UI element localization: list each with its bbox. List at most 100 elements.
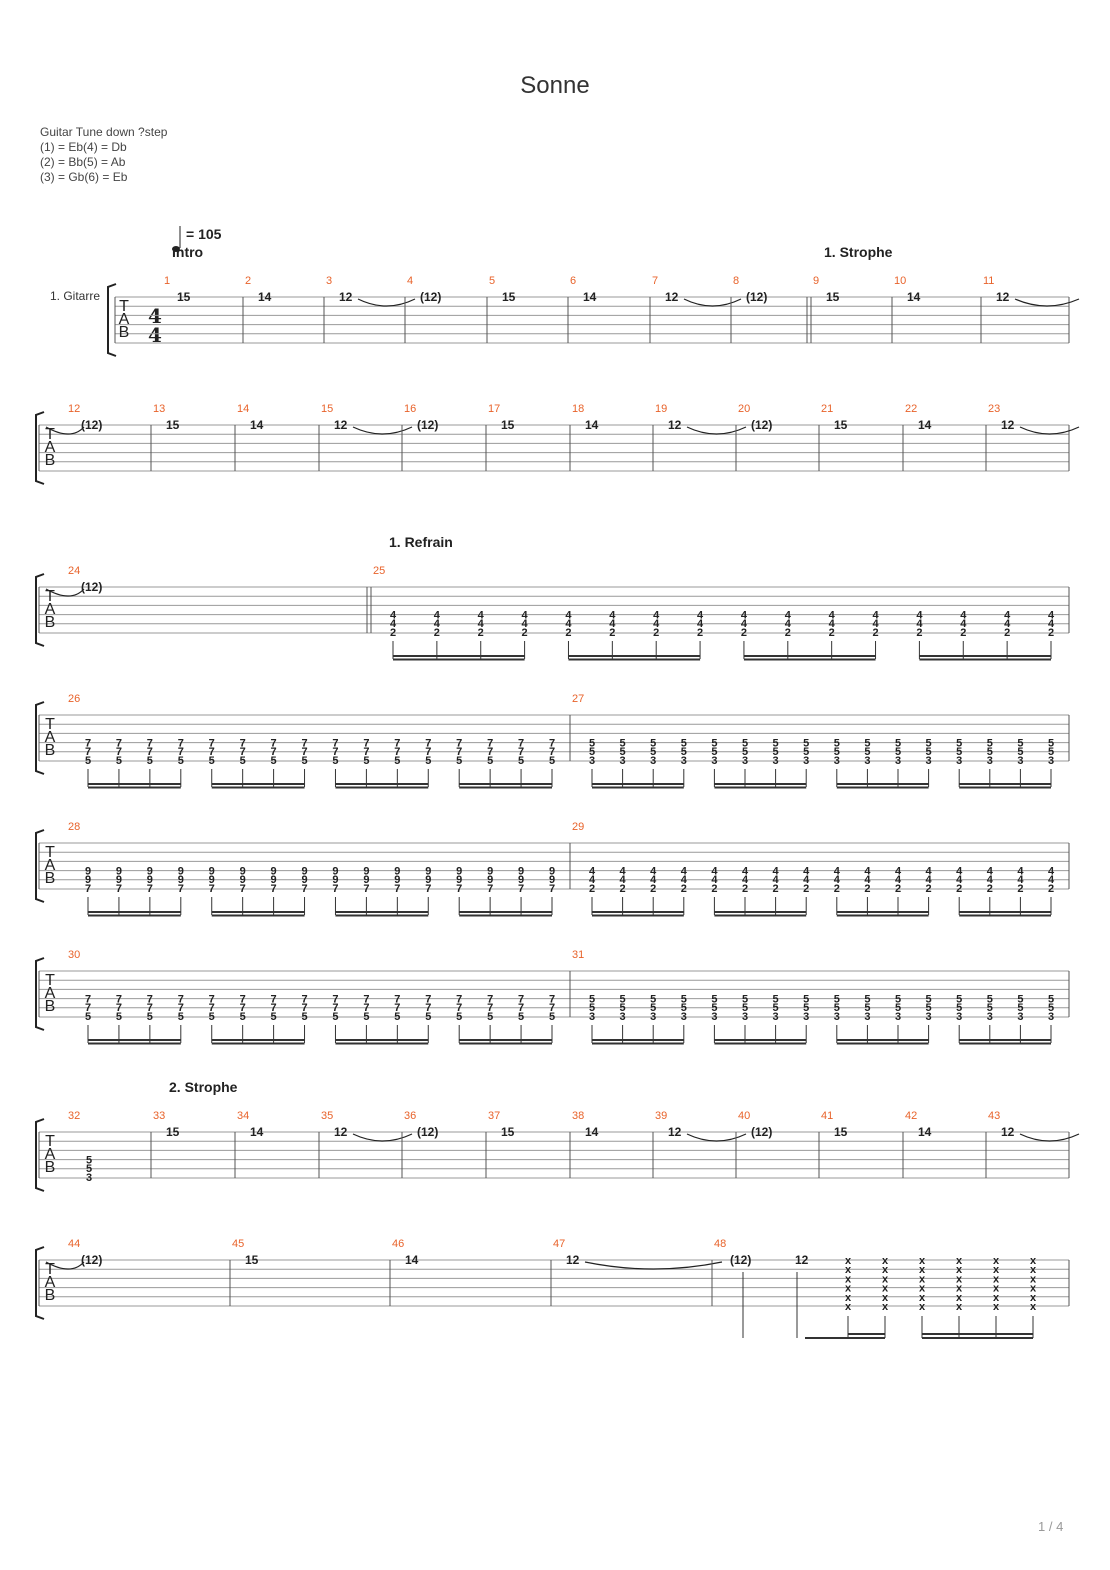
- dead-note-mark: x: [882, 1283, 889, 1295]
- fret-number: 14: [405, 1253, 419, 1267]
- chord-fret-number: 7: [332, 746, 338, 758]
- chord-fret-number: 3: [926, 1011, 932, 1023]
- tie-arc: [1014, 298, 1080, 307]
- quarter-note-icon: [172, 246, 180, 252]
- tuning-line: (3) = Gb(6) = Eb: [40, 170, 128, 184]
- chord-fret-number: 7: [425, 883, 431, 895]
- measure-number: 19: [655, 403, 667, 415]
- chord-fret-number: 7: [240, 883, 246, 895]
- chord-fret-number: 7: [178, 738, 184, 750]
- chord-fret-number: 7: [363, 994, 369, 1006]
- chord-fret-number: 5: [681, 738, 687, 750]
- chord-fret-number: 4: [864, 866, 871, 878]
- dead-note-mark: x: [993, 1273, 1000, 1285]
- fret-number: (12): [420, 290, 441, 304]
- measure-number: 36: [404, 1110, 416, 1122]
- chord-fret-number: 5: [773, 994, 779, 1006]
- chord-fret-number: 5: [895, 994, 901, 1006]
- fret-number: 15: [501, 418, 515, 432]
- chord-fret-number: 9: [85, 866, 91, 878]
- chord-fret-number: 4: [834, 866, 841, 878]
- chord-fret-number: 5: [987, 994, 993, 1006]
- fret-number: 12: [668, 418, 682, 432]
- chord-fret-number: 2: [390, 627, 396, 639]
- chord-fret-number: 7: [85, 746, 91, 758]
- chord-fret-number: 5: [926, 994, 932, 1006]
- dead-note-mark: x: [1030, 1264, 1037, 1276]
- chord-fret-number: 2: [697, 627, 703, 639]
- measure-number: 28: [68, 821, 80, 833]
- chord-fret-number: 5: [86, 1155, 92, 1167]
- chord-fret-number: 4: [589, 874, 596, 886]
- measure-number: 38: [572, 1110, 584, 1122]
- chord-fret-number: 2: [1048, 627, 1054, 639]
- fret-number: 14: [585, 1125, 599, 1139]
- chord-fret-number: 2: [785, 627, 791, 639]
- chord-fret-number: 3: [834, 1011, 840, 1023]
- chord-fret-number: 5: [394, 1011, 400, 1023]
- dead-note-mark: x: [993, 1301, 1000, 1313]
- system-bracket: [35, 1118, 45, 1192]
- chord-fret-number: 9: [487, 874, 493, 886]
- chord-fret-number: 2: [1017, 883, 1023, 895]
- dead-note-mark: x: [845, 1283, 852, 1295]
- chord-fret-number: 5: [742, 994, 748, 1006]
- measure-number: 23: [988, 403, 1000, 415]
- chord-fret-number: 4: [478, 618, 485, 630]
- chord-fret-number: 7: [147, 883, 153, 895]
- chord-fret-number: 5: [589, 994, 595, 1006]
- chord-fret-number: 4: [956, 866, 963, 878]
- dead-note-mark: x: [993, 1283, 1000, 1295]
- dead-note-mark: x: [882, 1255, 889, 1267]
- chord-fret-number: 7: [332, 1002, 338, 1014]
- system-bracket: [35, 701, 45, 775]
- chord-fret-number: 5: [456, 755, 462, 767]
- chord-fret-number: 5: [86, 1163, 92, 1175]
- chord-fret-number: 5: [956, 746, 962, 758]
- chord-fret-number: 7: [549, 738, 555, 750]
- dead-note-mark: x: [1030, 1255, 1037, 1267]
- tab-clef-letter: B: [45, 1287, 56, 1304]
- chord-fret-number: 7: [487, 1002, 493, 1014]
- chord-fret-number: 7: [85, 994, 91, 1006]
- fret-number: 14: [907, 290, 921, 304]
- tie-arc: [584, 1261, 723, 1270]
- chord-fret-number: 7: [116, 1002, 122, 1014]
- chord-fret-number: 9: [487, 866, 493, 878]
- tab-clef-letter: A: [45, 1274, 56, 1291]
- chord-fret-number: 7: [425, 994, 431, 1006]
- chord-fret-number: 5: [711, 1002, 717, 1014]
- chord-fret-number: 7: [518, 1002, 524, 1014]
- chord-fret-number: 7: [518, 883, 524, 895]
- chord-fret-number: 5: [301, 755, 307, 767]
- chord-fret-number: 5: [926, 738, 932, 750]
- measure-number: 44: [68, 1238, 80, 1250]
- chord-fret-number: 9: [332, 866, 338, 878]
- chord-fret-number: 3: [1048, 755, 1054, 767]
- chord-fret-number: 3: [681, 1011, 687, 1023]
- chord-fret-number: 5: [681, 994, 687, 1006]
- fret-number: 12: [668, 1125, 682, 1139]
- chord-fret-number: 3: [620, 1011, 626, 1023]
- chord-fret-number: 9: [394, 874, 400, 886]
- chord-fret-number: 4: [1004, 618, 1011, 630]
- chord-fret-number: 7: [209, 738, 215, 750]
- measure-number: 13: [153, 403, 165, 415]
- chord-fret-number: 4: [742, 866, 749, 878]
- chord-fret-number: 4: [1017, 866, 1024, 878]
- chord-fret-number: 5: [589, 738, 595, 750]
- chord-fret-number: 2: [926, 883, 932, 895]
- fret-number: 15: [834, 1125, 848, 1139]
- tab-clef-letter: T: [45, 1261, 55, 1278]
- chord-fret-number: 7: [487, 883, 493, 895]
- dead-note-mark: x: [993, 1292, 1000, 1304]
- chord-fret-number: 3: [589, 755, 595, 767]
- measure-number: 41: [821, 1110, 833, 1122]
- chord-fret-number: 3: [864, 755, 870, 767]
- chord-fret-number: 5: [209, 755, 215, 767]
- chord-fret-number: 7: [209, 994, 215, 1006]
- chord-fret-number: 4: [1048, 874, 1055, 886]
- chord-fret-number: 3: [742, 1011, 748, 1023]
- chord-fret-number: 9: [85, 874, 91, 886]
- fret-number: (12): [417, 1125, 438, 1139]
